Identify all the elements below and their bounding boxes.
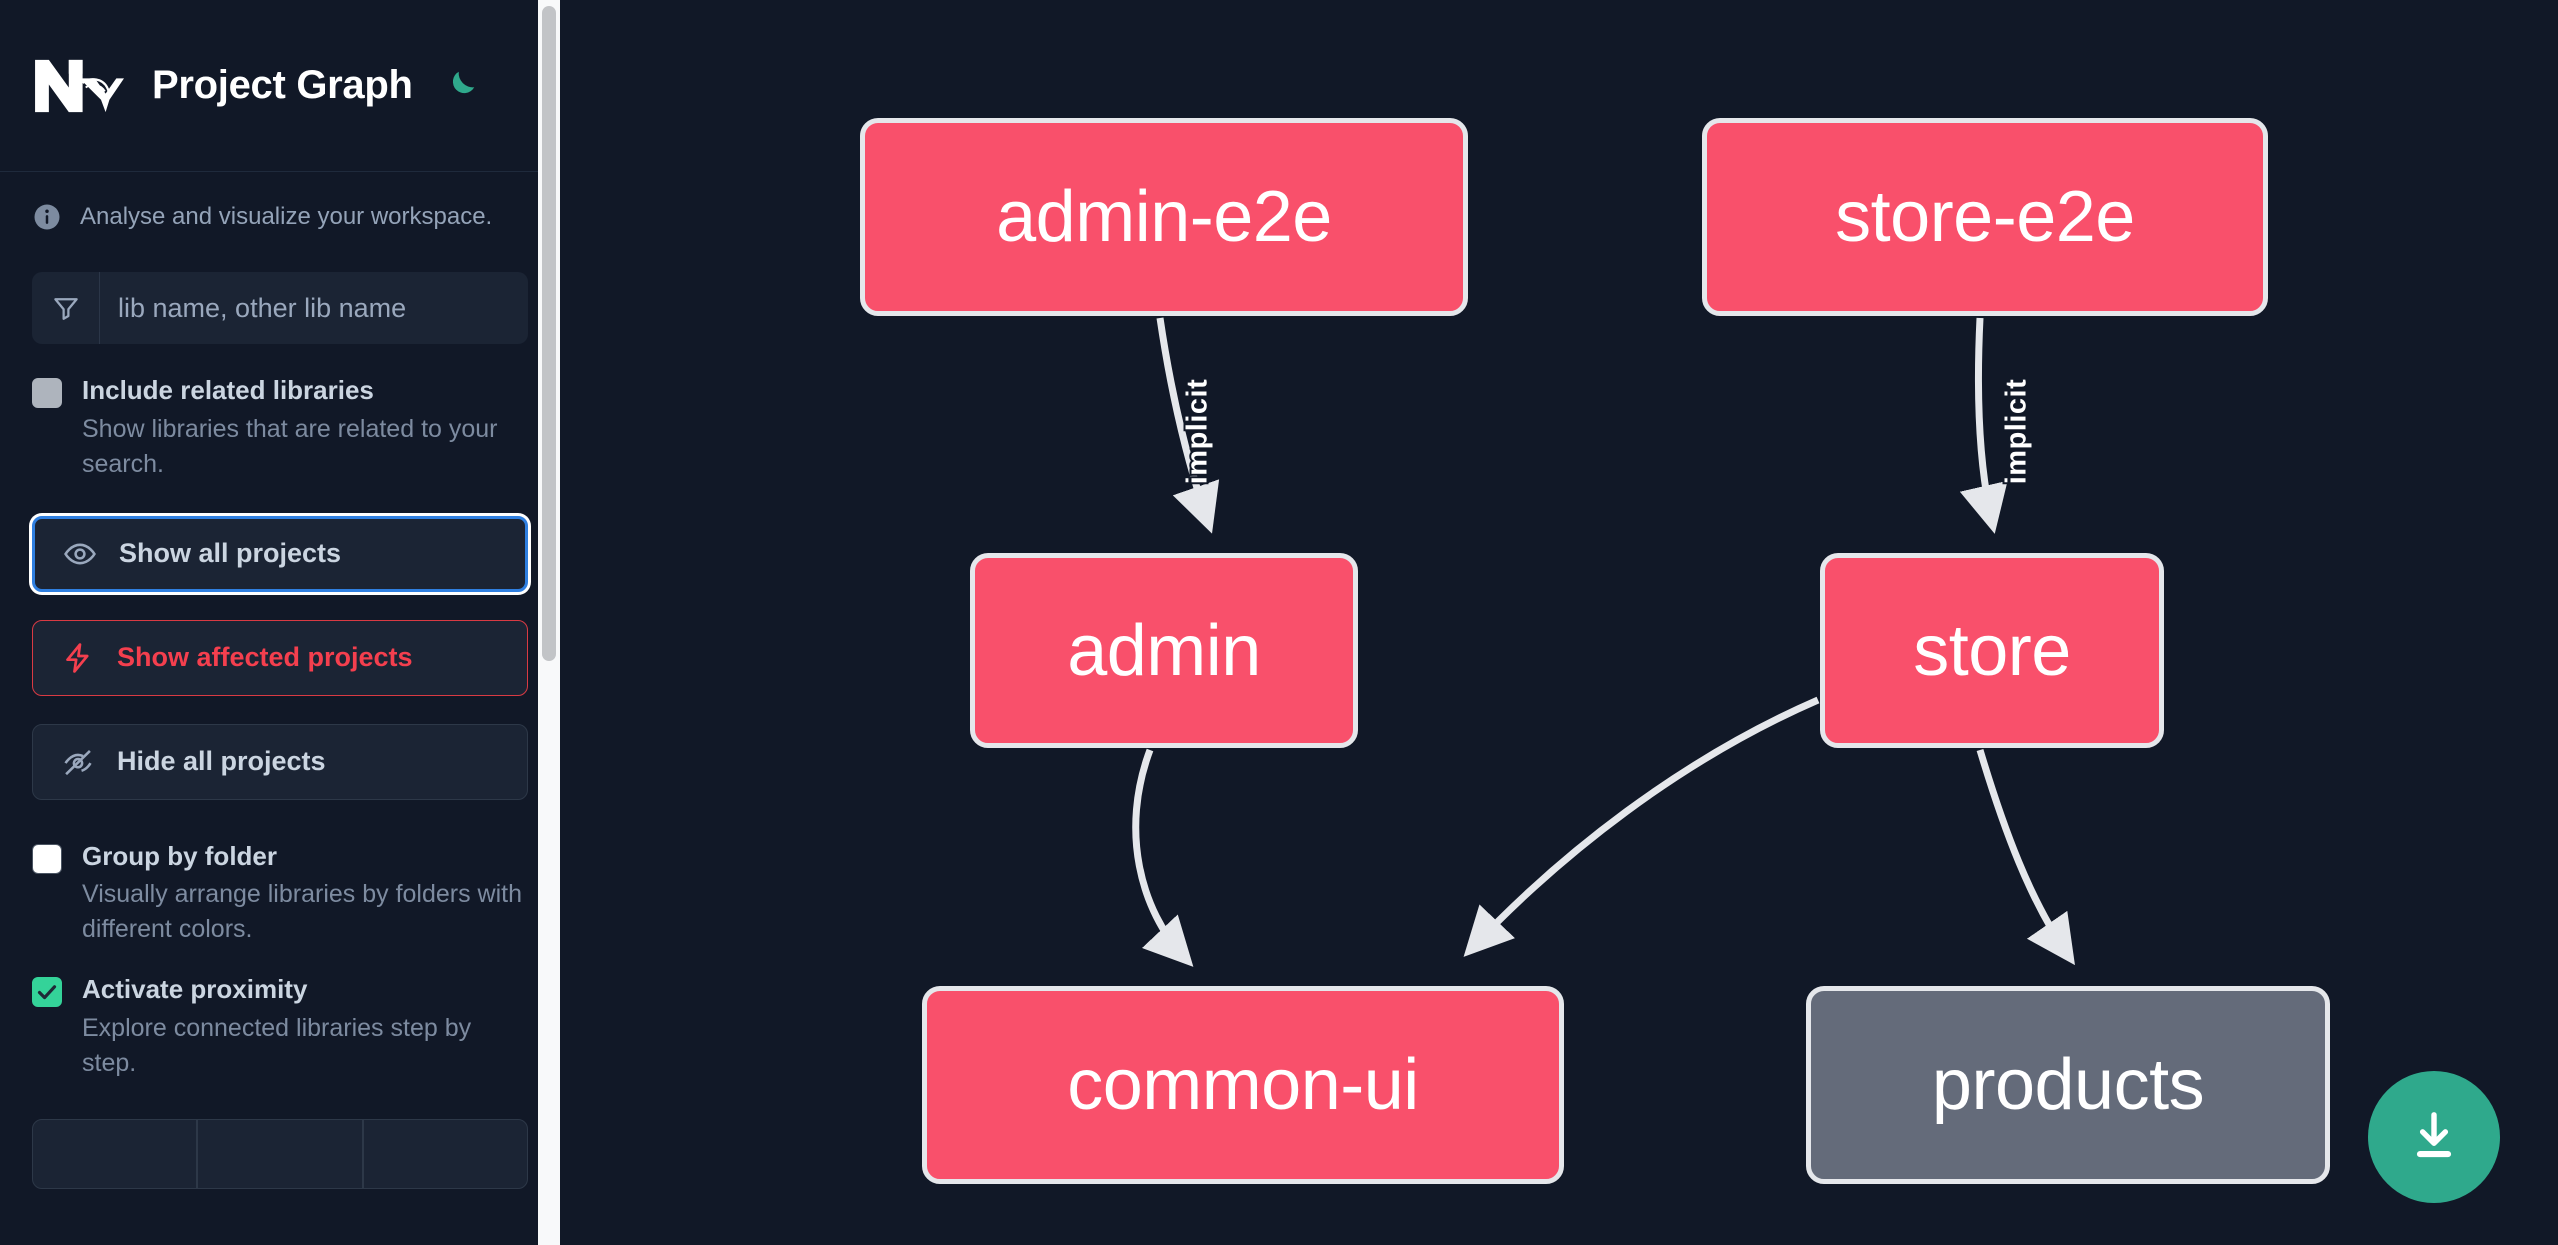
button-label: Show affected projects	[117, 642, 413, 672]
graph-node-admin-e2e[interactable]: admin-e2e	[860, 118, 1468, 316]
graph-edges	[1132, 317, 2075, 967]
option-description: Explore connected libraries step by step…	[82, 1013, 472, 1077]
eye-off-icon	[61, 745, 95, 779]
edge-store-to-products	[1976, 748, 2075, 966]
option-description: Visually arrange libraries by folders wi…	[82, 880, 523, 943]
graph-node-admin[interactable]: admin	[970, 553, 1358, 748]
node-label: admin-e2e	[996, 177, 1332, 257]
button-label: Hide all projects	[117, 746, 326, 776]
download-image-button[interactable]	[2368, 1071, 2500, 1203]
sidebar-tagline-text: Analyse and visualize your workspace.	[80, 203, 493, 230]
node-label: common-ui	[1067, 1045, 1419, 1125]
graph-node-products[interactable]: products	[1806, 986, 2330, 1184]
hide-all-projects-button[interactable]: Hide all projects	[32, 723, 528, 800]
sidebar-tagline: Analyse and visualize your workspace.	[0, 172, 560, 254]
graph-node-store-e2e[interactable]: store-e2e	[1702, 118, 2268, 316]
graph-node-common-ui[interactable]: common-ui	[922, 986, 1564, 1184]
button-label: Show all projects	[119, 538, 342, 568]
option-title: Include related libraries	[82, 375, 374, 405]
search-input[interactable]	[100, 272, 528, 344]
edge-label-implicit-admin: implicit	[1179, 377, 1215, 487]
node-label: admin	[1067, 610, 1261, 691]
edge-admin-to-common-ui	[1132, 748, 1194, 967]
option-title: Group by folder	[82, 840, 277, 871]
option-title: Activate proximity	[82, 974, 308, 1004]
nx-logo-icon	[32, 55, 124, 117]
node-label: store	[1913, 610, 2071, 691]
page-title: Project Graph	[152, 63, 413, 107]
sidebar-scrollbar-thumb[interactable]	[542, 6, 556, 661]
show-affected-projects-button[interactable]: Show affected projects	[32, 619, 528, 696]
option-include-related-libraries[interactable]: Include related libraries Show libraries…	[32, 374, 528, 482]
segment-button-2[interactable]	[197, 1118, 363, 1189]
option-description: Show libraries that are related to your …	[82, 414, 498, 478]
option-activate-proximity[interactable]: Activate proximity Explore connected lib…	[32, 973, 528, 1081]
filter-bar	[32, 272, 528, 344]
node-label: store-e2e	[1835, 177, 2135, 257]
funnel-icon	[32, 272, 100, 344]
sidebar: Project Graph Analyse and visualize yo	[0, 0, 560, 1245]
edge-store-to-common-ui	[1463, 696, 1820, 957]
node-label: products	[1931, 1045, 2205, 1125]
sidebar-header: Project Graph	[0, 0, 560, 172]
bottom-segmented-control	[32, 1118, 528, 1189]
edge-admin-e2e-to-admin	[1156, 317, 1220, 534]
graph-node-store[interactable]: store	[1820, 553, 2164, 748]
option-group-by-folder[interactable]: Group by folder Visually arrange librari…	[32, 840, 528, 948]
segment-button-1[interactable]	[32, 1118, 198, 1189]
segment-button-3[interactable]	[362, 1118, 528, 1189]
info-icon	[32, 202, 62, 232]
activate-proximity-checkbox[interactable]	[32, 977, 62, 1007]
lightning-icon	[61, 641, 95, 675]
edge-store-e2e-to-store	[1959, 317, 2008, 534]
graph-canvas[interactable]: admin-e2e store-e2e admin store common-u…	[560, 0, 2558, 1245]
group-by-folder-checkbox[interactable]	[32, 843, 62, 874]
eye-icon	[63, 537, 97, 571]
edge-label-implicit-store: implicit	[1998, 377, 2034, 487]
sidebar-scrollbar[interactable]	[538, 0, 560, 1245]
moon-icon[interactable]	[439, 65, 481, 107]
include-related-libraries-checkbox[interactable]	[32, 378, 62, 408]
visibility-button-group: Show all projects Show affected projects	[32, 515, 528, 800]
show-all-projects-button[interactable]: Show all projects	[32, 515, 528, 592]
download-icon	[2403, 1105, 2465, 1170]
